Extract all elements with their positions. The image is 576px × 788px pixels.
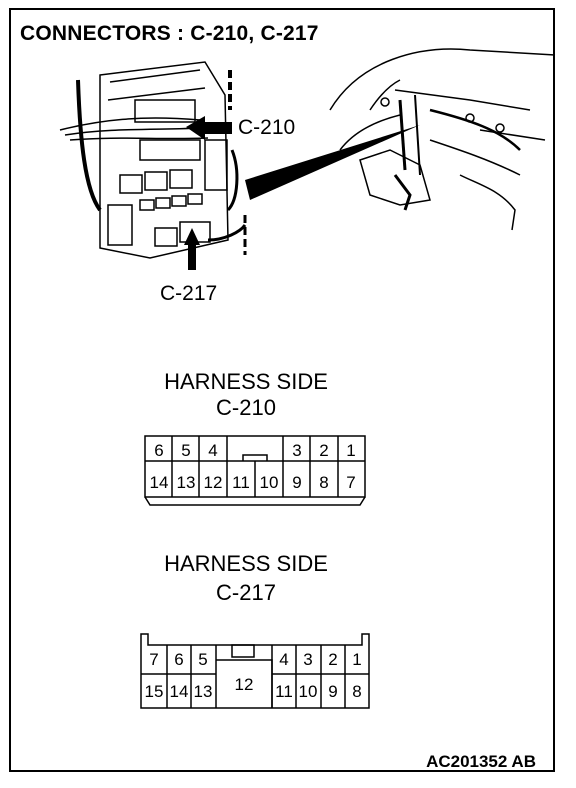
c210-heading: HARNESS SIDE [164, 369, 328, 394]
c210-name: C-210 [216, 395, 276, 420]
c210-pin-top: 4 [208, 441, 217, 460]
c210-pin-bottom: 13 [177, 473, 196, 492]
c210-pin-top: 2 [319, 441, 328, 460]
figure-frame [9, 8, 555, 772]
c217-pin-bottom: 11 [275, 682, 293, 701]
c217-pin-top: 7 [149, 650, 158, 669]
c210-pin-top: 1 [346, 441, 355, 460]
c210-pin-bottom: 14 [150, 473, 169, 492]
c217-arrow-icon [184, 228, 200, 270]
c210-pin-bottom: 7 [346, 473, 355, 492]
c210-pin-bottom: 9 [292, 473, 301, 492]
c210-pin-bottom: 8 [319, 473, 328, 492]
c210-pin-top: 5 [181, 441, 190, 460]
c217-name: C-217 [216, 580, 276, 605]
c210-pin-bottom: 10 [260, 473, 279, 492]
c217-pin-top: 1 [352, 650, 361, 669]
c217-heading: HARNESS SIDE [164, 551, 328, 576]
c217-pin-top: 5 [198, 650, 207, 669]
c217-pin-top: 6 [174, 650, 183, 669]
c217-pin-bottom: 8 [352, 682, 361, 701]
figure-title: CONNECTORS : C-210, C-217 [20, 22, 319, 45]
c217-callout-label: C-217 [160, 282, 218, 305]
c217-pin-bottom: 10 [299, 682, 318, 701]
c210-pin-bottom: 12 [204, 473, 223, 492]
c217-pin-bottom: 15 [145, 682, 164, 701]
figure-code: AC201352 AB [426, 752, 536, 771]
c217-pin-top: 4 [279, 650, 288, 669]
c210-callout-label: C-210 [238, 116, 296, 139]
c210-pin-top: 3 [292, 441, 301, 460]
c217-pin-bottom: 14 [170, 682, 189, 701]
c217-pin-top: 3 [303, 650, 312, 669]
c217-pin-top: 2 [328, 650, 337, 669]
c210-arrow-icon [186, 116, 232, 140]
c210-pin-bottom: 11 [232, 473, 250, 492]
location-pointer-wedge [245, 125, 420, 200]
c217-pin-center: 12 [235, 675, 254, 694]
c210-pin-top: 6 [154, 441, 163, 460]
c217-pin-bottom: 13 [194, 682, 213, 701]
c217-pin-bottom: 9 [328, 682, 337, 701]
